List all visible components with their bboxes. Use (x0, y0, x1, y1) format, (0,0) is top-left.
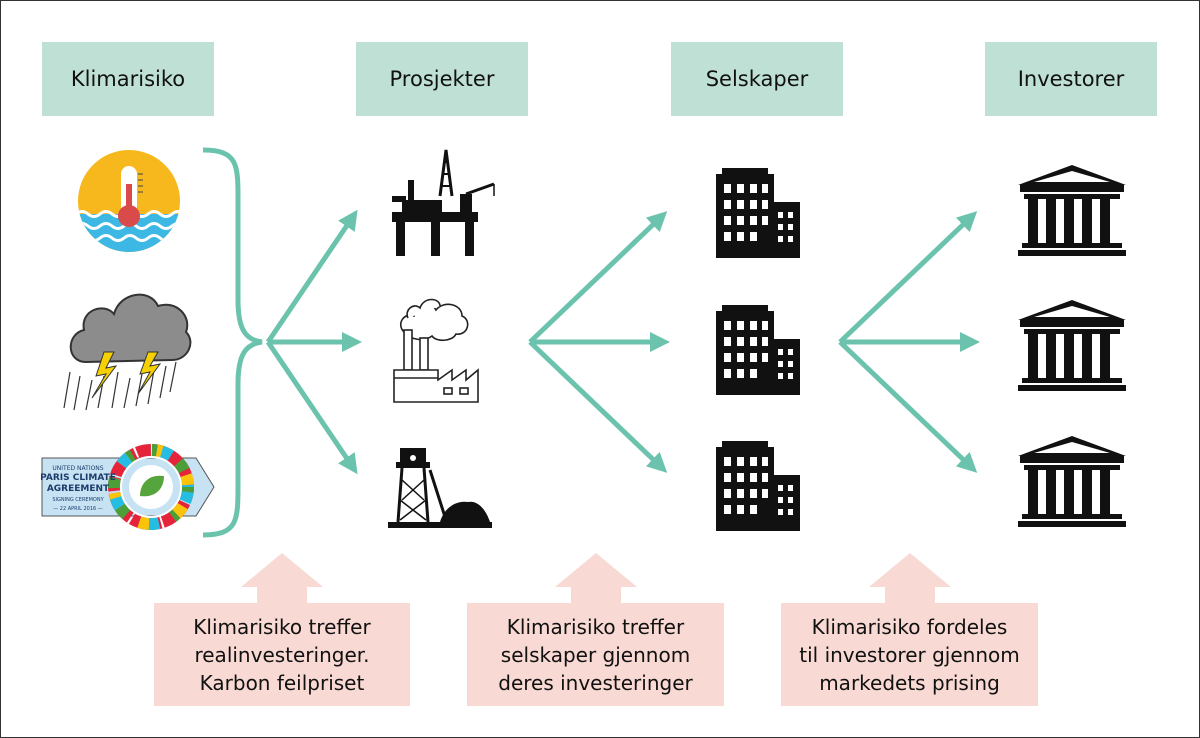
arrow-to-company-bottom (528, 340, 668, 473)
header-investors: Investorer (985, 42, 1157, 116)
paris-badge-line2: PARIS CLIMATE (40, 473, 116, 483)
note-right-line1: Klimarisiko fordeles (811, 614, 1008, 639)
paris-badge-line1: UNITED NATIONS (52, 465, 103, 472)
coal-mine-icon (388, 448, 492, 528)
factory-icon (393, 298, 479, 403)
thermometer-flood-icon (78, 150, 180, 252)
office-building-icon-middle (716, 305, 800, 395)
note-left-line3: Karbon feilpriset (199, 670, 365, 695)
note-left: Klimarisiko treffer realinvesteringer. K… (154, 603, 410, 706)
up-arrow-left (241, 553, 323, 603)
note-right-line3: markedets prising (819, 670, 1000, 695)
grouping-brace (202, 147, 263, 538)
paris-agreement-badge: UNITED NATIONS PARIS CLIMATE AGREEMENT S… (40, 444, 215, 530)
arrow-to-coal-mine (265, 340, 358, 475)
arrow-to-oil-platform (265, 209, 358, 344)
arrow-to-company-top (528, 211, 668, 344)
arrow-to-investor-top (838, 211, 978, 344)
paris-badge-line4: SIGNING CEREMONY (52, 497, 104, 503)
note-right-line2: til investorer gjennom (799, 642, 1020, 667)
storm-cloud-icon (63, 293, 192, 411)
header-companies: Selskaper (671, 42, 843, 116)
up-arrow-right (869, 553, 951, 603)
note-left-line2: realinvesteringer. (194, 642, 370, 667)
oil-platform-icon (392, 149, 495, 256)
bank-icon-top (1018, 165, 1126, 256)
note-middle-line3: deres investeringer (498, 670, 693, 695)
note-middle-line2: selskaper gjennom (500, 642, 691, 667)
arrow-to-investor-bottom (838, 340, 978, 473)
note-middle-line1: Klimarisiko treffer (506, 614, 685, 639)
up-arrow-middle (555, 553, 637, 603)
header-climate-risk: Klimarisiko (42, 42, 214, 116)
note-left-line1: Klimarisiko treffer (193, 614, 371, 639)
office-building-icon-bottom (716, 441, 800, 531)
paris-badge-line3: AGREEMENT (47, 484, 110, 494)
bank-icon-middle (1018, 300, 1126, 391)
office-building-icon-top (716, 168, 800, 258)
note-middle: Klimarisiko treffer selskaper gjennom de… (467, 603, 724, 706)
bank-icon-bottom (1018, 436, 1126, 527)
header-projects: Prosjekter (356, 42, 528, 116)
note-right: Klimarisiko fordeles til investorer gjen… (781, 603, 1038, 706)
paris-badge-line5: — 22 APRIL 2016 — (53, 506, 103, 512)
